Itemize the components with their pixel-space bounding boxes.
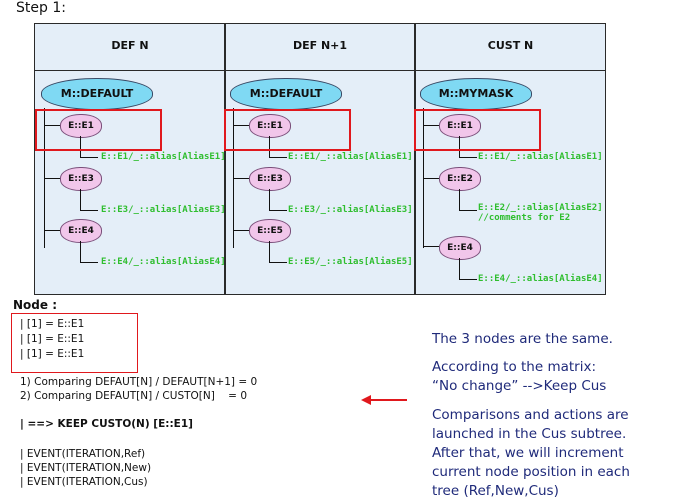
tree-node: E::E1	[439, 114, 481, 138]
column-header: DEF N+1	[226, 24, 414, 71]
note-line: According to the matrix:	[432, 359, 596, 375]
root-mask-node: M::MYMASK	[420, 78, 532, 110]
event-line: | EVENT(ITERATION,Ref)	[20, 448, 146, 460]
note-line: After that, we will increment	[432, 445, 624, 461]
tree-node: E::E1	[249, 114, 291, 138]
tree-node: E::E4	[439, 236, 481, 260]
alias-label: E::E3/_::alias[AliasE3]	[101, 205, 226, 215]
highlight-box	[224, 109, 351, 151]
comparison-line: 2) Comparing DEFAUT[N] / CUSTO[N] = 0	[20, 390, 248, 402]
tree-node: E::E2	[439, 167, 481, 191]
tree-node: E::E4	[60, 219, 102, 243]
alias-label: E::E1/_::alias[AliasE1]	[288, 152, 413, 162]
note-line: current node position in each	[432, 464, 630, 480]
alias-label: E::E1/_::alias[AliasE1]	[478, 152, 603, 162]
alias-label: E::E1/_::alias[AliasE1]	[101, 152, 226, 162]
highlight-box	[35, 109, 162, 151]
column-def-n: DEF N M::DEFAULT E::E1 E::E1/_::alias[Al…	[35, 24, 226, 294]
alias-comment: //comments for E2	[478, 213, 571, 223]
tree-node: E::E3	[60, 167, 102, 191]
comparison-line: 1) Comparing DEFAUT[N] / DEFAUT[N+1] = 0	[20, 376, 258, 388]
tree-node: E::E5	[249, 219, 291, 243]
root-mask-node: M::DEFAULT	[230, 78, 342, 110]
left-arrow-icon	[361, 395, 407, 405]
alias-label: E::E2/_::alias[AliasE2]	[478, 203, 603, 213]
tree-node: E::E3	[249, 167, 291, 191]
node-line: | [1] = E::E1	[20, 333, 85, 345]
alias-label: E::E5/_::alias[AliasE5]	[288, 257, 413, 267]
node-line: | [1] = E::E1	[20, 348, 85, 360]
event-line: | EVENT(ITERATION,New)	[20, 462, 152, 474]
event-line: | EVENT(ITERATION,Cus)	[20, 476, 148, 488]
tree-node: E::E1	[60, 114, 102, 138]
column-header: DEF N	[35, 24, 225, 71]
node-line: | [1] = E::E1	[20, 318, 85, 330]
column-divider	[414, 24, 416, 294]
step-label: Step 1:	[16, 0, 66, 16]
keep-action-line: | ==> KEEP CUSTO(N) [E::E1]	[20, 418, 193, 430]
alias-label: E::E4/_::alias[AliasE4]	[101, 257, 226, 267]
alias-label: E::E4/_::alias[AliasE4]	[478, 274, 603, 284]
column-divider	[224, 24, 226, 294]
node-list-box: | [1] = E::E1 | [1] = E::E1 | [1] = E::E…	[11, 313, 138, 373]
highlight-box	[414, 109, 541, 151]
alias-label: E::E3/_::alias[AliasE3]	[288, 205, 413, 215]
column-def-n-plus-1: DEF N+1 M::DEFAULT E::E1 E::E1/_::alias[…	[224, 24, 414, 294]
tree-comparison-grid: DEF N M::DEFAULT E::E1 E::E1/_::alias[Al…	[34, 23, 606, 295]
root-mask-node: M::DEFAULT	[41, 78, 153, 110]
note-line: The 3 nodes are the same.	[432, 331, 613, 347]
node-section-title: Node :	[13, 298, 57, 312]
note-line: tree (Ref,New,Cus)	[432, 483, 559, 499]
column-cust-n: CUST N M::MYMASK E::E1 E::E1/_::alias[Al…	[414, 24, 605, 294]
note-line: Comparisons and actions are	[432, 407, 629, 423]
column-header: CUST N	[416, 24, 605, 71]
note-line: launched in the Cus subtree.	[432, 426, 627, 442]
note-line: “No change” -->Keep Cus	[432, 378, 607, 394]
